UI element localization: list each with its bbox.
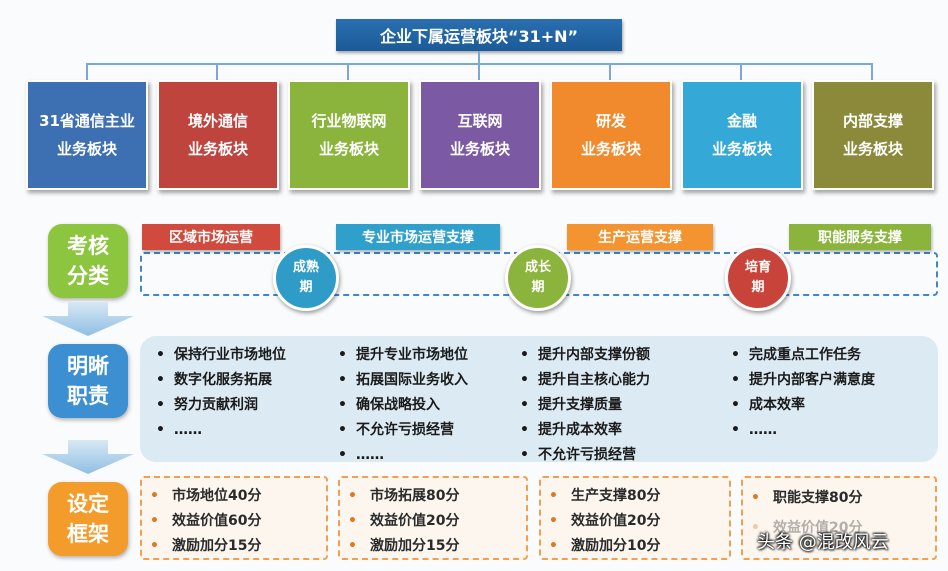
- segment-sublabel: 业务板块: [56, 140, 117, 158]
- segment-box-internal-support: 内部支撑 业务板块: [812, 80, 934, 190]
- list-item: 提升内部客户满意度: [731, 368, 875, 393]
- responsibility-list-production: 提升内部支撑份额 提升自主核心能力 提升支撑质量 提升成本效率 不允许亏损经营: [520, 343, 650, 468]
- segment-label: 金融: [726, 112, 757, 130]
- down-arrow-icon: [42, 302, 134, 336]
- segment-sublabel: 业务板块: [187, 140, 248, 158]
- list-item: 效益价值20分: [751, 516, 862, 541]
- list-item: 职能支撑80分: [751, 486, 862, 516]
- segment-box-rd: 研发 业务板块: [550, 80, 672, 190]
- list-item: 生产支撑80分: [549, 484, 660, 509]
- side-label-responsibilities: 明晰 职责: [48, 344, 128, 418]
- list-item: 效益价值20分: [348, 509, 459, 534]
- side-label-line: 框架: [67, 522, 109, 546]
- framework-box-functional: 职能支撑80分 效益价值20分: [741, 476, 937, 560]
- list-item: 努力贡献利润: [156, 393, 286, 418]
- tree-drop-line-5: [609, 63, 611, 80]
- list-item: 激励加分15分: [348, 534, 459, 559]
- segment-label: 内部支撑: [842, 112, 903, 130]
- watermark: 头条 @混改风云: [757, 532, 889, 553]
- stage-label: 培育: [744, 260, 771, 275]
- side-label-line: 考核: [67, 234, 109, 258]
- list-item: ……: [156, 418, 286, 443]
- list-item: 提升专业市场地位: [338, 343, 468, 368]
- list-item: 完成重点工作任务: [731, 343, 875, 368]
- list-item: 拓展国际业务收入: [338, 368, 468, 393]
- tree-drop-line-7: [871, 63, 873, 80]
- category-production-support: 生产运营支撑: [567, 224, 713, 250]
- list-item: 市场拓展80分: [348, 484, 459, 509]
- tree-drop-line-1: [86, 63, 88, 80]
- stage-growth: 成长 期: [505, 245, 571, 311]
- segment-sublabel: 业务板块: [318, 140, 379, 158]
- segment-box-internet: 互联网 业务板块: [419, 80, 541, 190]
- side-label-line: 分类: [67, 264, 109, 288]
- list-item: 效益价值60分: [150, 509, 261, 534]
- segment-label: 31省通信主业: [39, 112, 135, 130]
- list-item: ……: [338, 443, 468, 468]
- segment-box-iot: 行业物联网 业务板块: [288, 80, 410, 190]
- list-item: 激励加分15分: [150, 534, 261, 559]
- side-label-line: 职责: [67, 384, 109, 408]
- segment-box-overseas: 境外通信 业务板块: [157, 80, 279, 190]
- list-item: 保持行业市场地位: [156, 343, 286, 368]
- tree-drop-line-6: [740, 63, 742, 80]
- tree-trunk-line: [478, 51, 480, 64]
- list-item: 数字化服务拓展: [156, 368, 286, 393]
- segment-label: 互联网: [457, 112, 503, 130]
- segment-sublabel: 业务板块: [580, 140, 641, 158]
- framework-list: 生产支撑80分 效益价值20分 激励加分10分: [549, 484, 660, 559]
- category-functional-support: 职能服务支撑: [789, 224, 931, 250]
- list-item: 提升成本效率: [520, 418, 650, 443]
- side-label-line: 明晰: [67, 354, 109, 378]
- side-label-framework: 设定 框架: [48, 482, 128, 556]
- framework-list: 职能支撑80分 效益价值20分: [751, 486, 862, 541]
- list-item: 激励加分10分: [549, 534, 660, 559]
- side-label-assessment: 考核 分类: [48, 224, 128, 298]
- stage-incubation: 培育 期: [725, 245, 791, 311]
- stage-label: 期: [299, 280, 313, 295]
- stage-label: 成熟: [292, 260, 319, 275]
- list-item: 不允许亏损经营: [520, 443, 650, 468]
- list-item: 市场地位40分: [150, 484, 261, 509]
- segment-box-31-provinces: 31省通信主业 业务板块: [26, 80, 148, 190]
- list-item: ……: [731, 418, 875, 443]
- framework-box-production: 生产支撑80分 效益价值20分 激励加分10分: [539, 476, 731, 560]
- stage-label: 期: [531, 280, 545, 295]
- list-item: 效益价值20分: [549, 509, 660, 534]
- list-item: 确保战略投入: [338, 393, 468, 418]
- list-item: 成本效率: [731, 393, 875, 418]
- side-label-line: 设定: [67, 492, 109, 516]
- diagram-title: 企业下属运营板块“31+N”: [336, 19, 622, 51]
- list-item: 提升内部支撑份额: [520, 343, 650, 368]
- segment-sublabel: 业务板块: [449, 140, 510, 158]
- framework-list: 市场拓展80分 效益价值20分 激励加分15分: [348, 484, 459, 559]
- responsibility-list-functional: 完成重点工作任务 提升内部客户满意度 成本效率 ……: [731, 343, 875, 443]
- list-item: 不允许亏损经营: [338, 418, 468, 443]
- list-item: 提升支撑质量: [520, 393, 650, 418]
- list-item: 提升自主核心能力: [520, 368, 650, 393]
- segment-label: 行业物联网: [311, 112, 387, 130]
- segment-box-finance: 金融 业务板块: [681, 80, 803, 190]
- segment-sublabel: 业务板块: [711, 140, 772, 158]
- segment-sublabel: 业务板块: [842, 140, 903, 158]
- responsibility-list-professional: 提升专业市场地位 拓展国际业务收入 确保战略投入 不允许亏损经营 ……: [338, 343, 468, 468]
- segment-label: 境外通信: [187, 112, 248, 130]
- category-regional-market: 区域市场运营: [142, 224, 280, 250]
- category-professional-market: 专业市场运营支撑: [336, 224, 500, 250]
- tree-drop-line-3: [347, 63, 349, 80]
- tree-drop-line-2: [216, 63, 218, 80]
- framework-list: 市场地位40分 效益价值60分 激励加分15分: [150, 484, 261, 559]
- framework-box-regional: 市场地位40分 效益价值60分 激励加分15分: [140, 476, 328, 560]
- stage-label: 成长: [524, 260, 551, 275]
- framework-box-professional: 市场拓展80分 效益价值20分 激励加分15分: [338, 476, 528, 560]
- tree-drop-line-4: [478, 63, 480, 80]
- stage-mature: 成熟 期: [273, 245, 339, 311]
- stage-label: 期: [751, 280, 765, 295]
- responsibility-list-regional: 保持行业市场地位 数字化服务拓展 努力贡献利润 ……: [156, 343, 286, 443]
- down-arrow-icon: [42, 440, 134, 474]
- segment-label: 研发: [595, 112, 626, 130]
